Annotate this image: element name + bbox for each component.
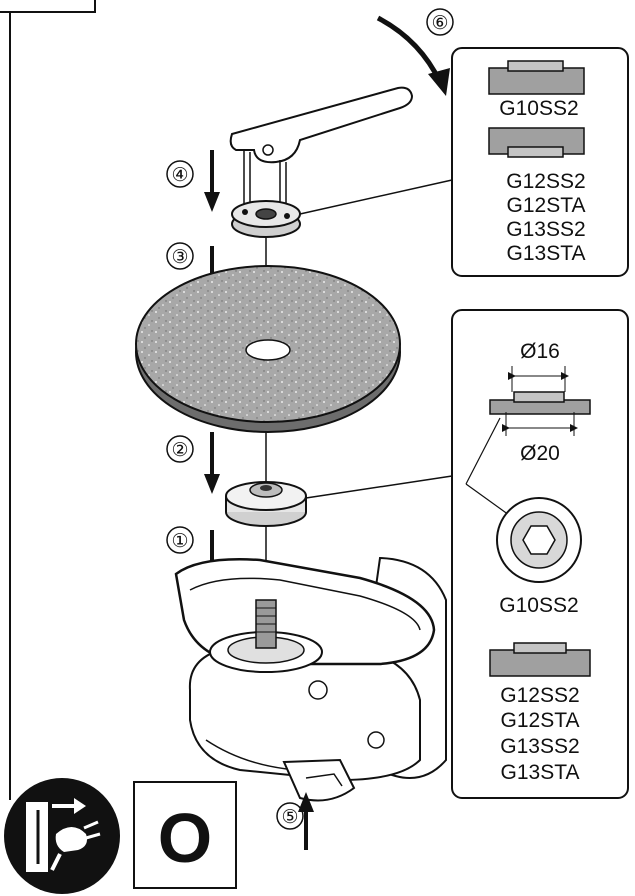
nut-profile-a <box>488 60 585 95</box>
step-number-3: ③ <box>171 247 188 268</box>
spindle-lock-button <box>282 758 356 802</box>
step6-circle <box>426 8 454 36</box>
unplug-power-icon <box>4 778 120 894</box>
angle-grinder <box>174 556 447 802</box>
bottom-model-b-3: G13STA <box>501 761 580 784</box>
inner-flange <box>225 481 307 527</box>
step3-circle <box>166 242 194 270</box>
dim-inner-label: Ø16 <box>520 340 560 363</box>
step5-circle <box>276 802 304 830</box>
step-number-4: ④ <box>171 165 188 186</box>
bottom-callout: Ø16 Ø20 G10SS2 G12SS2 G12STA <box>451 309 629 799</box>
bottom-model-b-0: G12SS2 <box>500 684 579 707</box>
top-model-b-3: G13STA <box>507 242 586 265</box>
top-callout-leader <box>299 179 453 215</box>
step4-circle <box>166 160 194 188</box>
flange-profile-b <box>489 642 591 677</box>
dim-outer-label: Ø20 <box>520 442 560 465</box>
bottom-model-b-2: G13SS2 <box>500 735 579 758</box>
step2-arrow-head <box>204 474 220 494</box>
nut-profile-b <box>488 127 585 158</box>
flange-profile <box>489 391 591 415</box>
step6-arrow-head <box>428 68 450 96</box>
step-number-5: ⑤ <box>281 807 298 828</box>
step-number-1: ① <box>171 531 188 552</box>
top-callout: G10SS2 G12SS2 G12STA G13SS2 G13STA <box>451 47 629 277</box>
bottom-callout-leader <box>305 475 453 499</box>
o-symbol-letter: O <box>158 799 212 877</box>
top-model-b-0: G12SS2 <box>506 170 585 193</box>
flange-top-view <box>496 497 582 583</box>
step2-circle <box>166 435 194 463</box>
top-model-a: G10SS2 <box>499 97 578 120</box>
o-symbol-box <box>133 781 237 889</box>
bottom-model-a: G10SS2 <box>499 594 578 617</box>
step-number-6: ⑥ <box>431 13 448 34</box>
frame-corner <box>0 0 96 13</box>
step4-arrow-head <box>204 192 220 212</box>
step5-arrow-head <box>298 792 314 812</box>
outer-flange-nut <box>231 200 301 238</box>
disc-center-hole <box>245 339 291 361</box>
step-number-2: ② <box>171 440 188 461</box>
grinding-disc <box>135 265 401 433</box>
bottom-model-b-1: G12STA <box>501 709 580 732</box>
top-model-b-1: G12STA <box>507 194 586 217</box>
top-model-b-2: G13SS2 <box>506 218 585 241</box>
top-callout-box <box>451 47 629 277</box>
step1-circle <box>166 526 194 554</box>
